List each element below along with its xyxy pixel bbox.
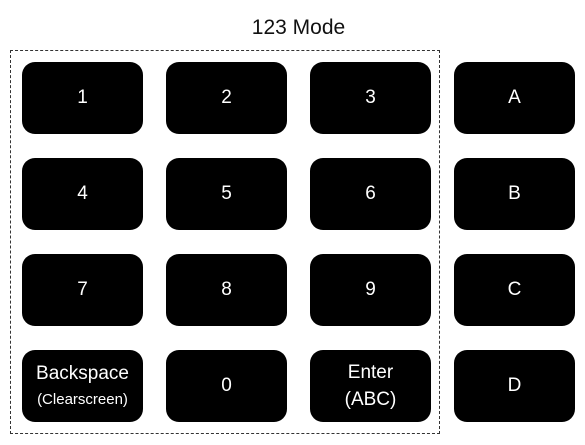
key-label: 7 xyxy=(77,279,88,300)
key-a[interactable]: A xyxy=(454,62,575,134)
key-c[interactable]: C xyxy=(454,254,575,326)
key-9[interactable]: 9 xyxy=(310,254,431,326)
enter-sublabel: (ABC) xyxy=(344,388,397,410)
key-label: 2 xyxy=(221,87,232,108)
backspace-sublabel: (Clearscreen) xyxy=(37,390,128,408)
key-label: 3 xyxy=(365,87,376,108)
key-label: 0 xyxy=(221,375,232,396)
key-0[interactable]: 0 xyxy=(166,350,287,422)
key-label: 9 xyxy=(365,279,376,300)
key-2[interactable]: 2 xyxy=(166,62,287,134)
key-d[interactable]: D xyxy=(454,350,575,422)
key-6[interactable]: 6 xyxy=(310,158,431,230)
enter-key[interactable]: Enter (ABC) xyxy=(310,350,431,422)
key-label: B xyxy=(508,183,521,204)
numeric-keypad-group xyxy=(10,50,440,434)
backspace-key[interactable]: Backspace (Clearscreen) xyxy=(22,350,143,422)
key-label: C xyxy=(507,279,522,300)
key-8[interactable]: 8 xyxy=(166,254,287,326)
key-label: 6 xyxy=(365,183,376,204)
mode-title: 123 Mode xyxy=(251,16,346,39)
key-1[interactable]: 1 xyxy=(22,62,143,134)
key-b[interactable]: B xyxy=(454,158,575,230)
enter-label: Enter xyxy=(347,361,394,383)
key-5[interactable]: 5 xyxy=(166,158,287,230)
key-label: D xyxy=(507,375,522,396)
key-label: 1 xyxy=(77,87,88,108)
key-3[interactable]: 3 xyxy=(310,62,431,134)
backspace-label: Backspace xyxy=(36,362,129,384)
key-label: 8 xyxy=(221,279,232,300)
key-label: A xyxy=(508,87,521,108)
key-7[interactable]: 7 xyxy=(22,254,143,326)
key-label: 4 xyxy=(77,183,88,204)
key-4[interactable]: 4 xyxy=(22,158,143,230)
key-label: 5 xyxy=(221,183,232,204)
